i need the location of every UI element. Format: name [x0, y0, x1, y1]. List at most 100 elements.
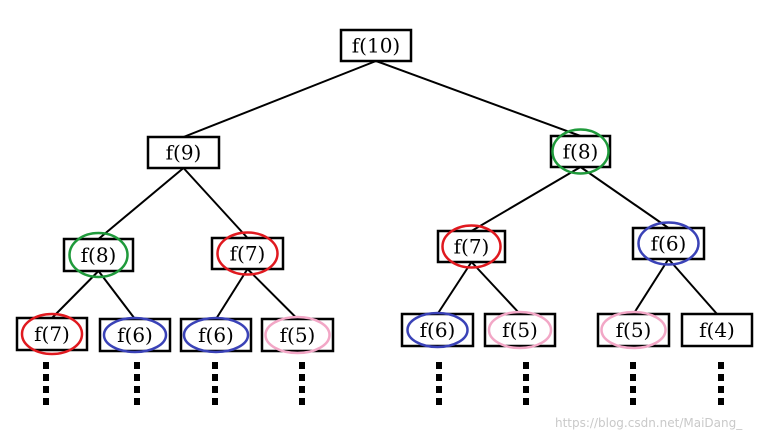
continuation-dot — [630, 398, 636, 405]
node-label: f(6) — [198, 323, 234, 347]
tree-node: f(4) — [680, 312, 754, 348]
node-label: f(8) — [563, 140, 599, 164]
node-box — [15, 316, 89, 352]
continuation-dot — [212, 374, 218, 381]
node-label: f(9) — [166, 141, 202, 165]
tree-edge — [182, 167, 249, 239]
continuation-dot — [630, 362, 636, 369]
watermark-text: https://blog.csdn.net/MaiDang_ — [555, 416, 743, 430]
node-label: f(4) — [699, 318, 735, 342]
continuation-dot — [523, 398, 529, 405]
red-highlight-circle — [216, 231, 279, 276]
tree-node: f(6) — [98, 316, 172, 354]
node-label: f(7) — [230, 242, 266, 266]
pink-highlight-circle — [264, 315, 331, 355]
continuation-dot — [43, 386, 49, 393]
node-label: f(6) — [117, 323, 153, 347]
tree-node: f(6) — [179, 316, 253, 354]
node-box — [436, 229, 507, 264]
blue-highlight-circle — [637, 221, 700, 266]
tree-edge — [215, 268, 249, 320]
continuation-dot — [436, 362, 442, 369]
tree-edge — [51, 270, 100, 319]
tree-node: f(7) — [436, 224, 507, 269]
pink-highlight-circle — [600, 310, 667, 350]
node-box — [210, 236, 285, 271]
tree-node: f(10) — [339, 28, 413, 63]
tree-node: f(6) — [631, 221, 706, 266]
continuation-dot — [134, 362, 140, 369]
continuation-dot — [436, 374, 442, 381]
tree-edge — [470, 261, 521, 315]
continuation-dot — [299, 362, 305, 369]
continuation-dot — [134, 386, 140, 393]
tree-node: f(8) — [62, 231, 135, 279]
continuation-dot — [43, 362, 49, 369]
tree-edge — [375, 60, 581, 137]
continuation-dot — [523, 362, 529, 369]
node-box — [146, 135, 221, 170]
tree-node: f(5) — [596, 310, 671, 350]
continuation-dot — [299, 386, 305, 393]
tree-node: f(7) — [210, 231, 285, 276]
green-highlight-circle — [68, 231, 129, 279]
node-label: f(6) — [420, 318, 456, 342]
tree-edge — [97, 270, 136, 320]
tree-edge — [183, 60, 377, 138]
tree-node: f(5) — [483, 310, 557, 350]
continuation-dot — [436, 386, 442, 393]
continuation-dot — [523, 374, 529, 381]
node-label: f(5) — [280, 323, 316, 347]
continuation-dot — [212, 362, 218, 369]
continuation-dot — [299, 398, 305, 405]
continuation-dot — [718, 398, 724, 405]
tree-node: f(7) — [15, 312, 89, 356]
tree-edge — [470, 166, 582, 232]
tree-edge — [436, 261, 473, 315]
node-box — [339, 28, 413, 63]
green-highlight-circle — [551, 128, 610, 175]
node-label: f(8) — [81, 243, 117, 267]
continuation-dot — [134, 374, 140, 381]
node-box — [62, 237, 135, 273]
node-label: f(5) — [502, 318, 538, 342]
continuation-dots — [43, 362, 724, 405]
blue-highlight-circle — [102, 316, 168, 354]
blue-highlight-circle — [182, 316, 250, 354]
tree-node: f(8) — [549, 128, 612, 175]
node-label: f(10) — [352, 34, 400, 58]
node-label: f(6) — [651, 232, 687, 256]
continuation-dot — [718, 386, 724, 393]
tree-node: f(9) — [146, 135, 221, 170]
red-highlight-circle — [441, 224, 502, 269]
continuation-dot — [718, 374, 724, 381]
node-box — [680, 312, 754, 348]
tree-node: f(5) — [260, 315, 335, 355]
tree-edge — [246, 268, 299, 320]
pink-highlight-circle — [487, 310, 553, 350]
node-box — [631, 226, 706, 261]
continuation-dot — [212, 398, 218, 405]
node-label: f(7) — [454, 235, 490, 259]
tree-edges — [51, 60, 718, 320]
node-label: f(7) — [34, 322, 70, 346]
continuation-dot — [718, 362, 724, 369]
continuation-dot — [212, 386, 218, 393]
node-label: f(5) — [616, 318, 652, 342]
tree-edge — [667, 258, 718, 315]
continuation-dot — [43, 374, 49, 381]
red-highlight-circle — [20, 312, 84, 356]
node-box — [549, 134, 612, 169]
continuation-dot — [523, 386, 529, 393]
tree-edge — [632, 258, 670, 315]
continuation-dot — [630, 386, 636, 393]
tree-edge — [579, 166, 670, 229]
continuation-dot — [134, 398, 140, 405]
tree-edge — [97, 167, 185, 240]
continuation-dot — [436, 398, 442, 405]
tree-nodes: f(10) f(9) f(8) f(8) f(7) f(7) f(6) f(7) f(6) f(6… — [15, 28, 754, 356]
continuation-dot — [630, 374, 636, 381]
tree-node: f(6) — [400, 311, 475, 349]
continuation-dot — [43, 398, 49, 405]
